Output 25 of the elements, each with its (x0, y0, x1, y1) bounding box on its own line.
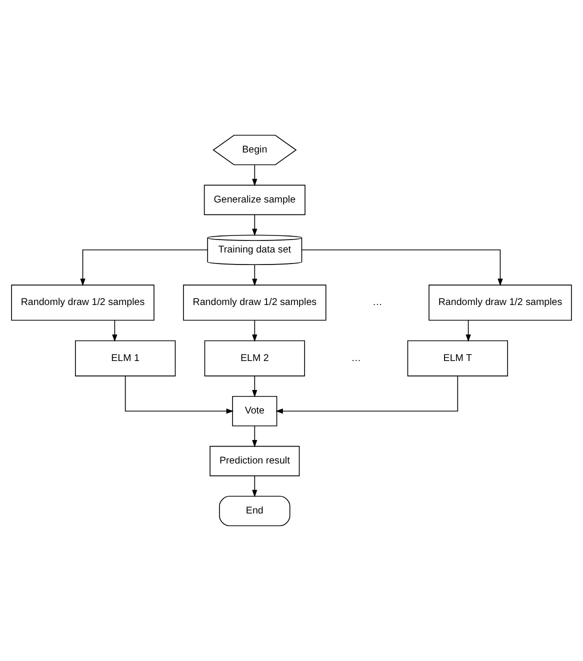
node-box: Prediction result (210, 446, 300, 476)
label: … (351, 352, 362, 364)
arrow (252, 426, 258, 448)
arrow (252, 376, 258, 398)
arrow (80, 249, 208, 286)
label: … (372, 297, 382, 308)
node-box: Randomly draw 1/2 samples (11, 284, 154, 321)
arrow (112, 320, 118, 342)
node-box: Vote (232, 396, 278, 426)
arrow (252, 320, 258, 342)
arrow (252, 164, 258, 186)
node-box: Generalize sample (204, 184, 306, 216)
arrow (252, 476, 258, 498)
arrow (124, 376, 234, 414)
arrow (466, 320, 471, 342)
arrow (252, 264, 258, 286)
node-box: ELM 2 (204, 340, 305, 376)
node-box: Randomly draw 1/2 samples (183, 284, 326, 321)
node-box: ELM 1 (75, 340, 176, 376)
node-box: End (219, 496, 290, 526)
arrow (276, 376, 458, 414)
node-box: ELM T (407, 340, 508, 376)
arrow (252, 214, 258, 236)
arrow (302, 249, 503, 286)
node-box: Randomly draw 1/2 samples (428, 284, 572, 321)
